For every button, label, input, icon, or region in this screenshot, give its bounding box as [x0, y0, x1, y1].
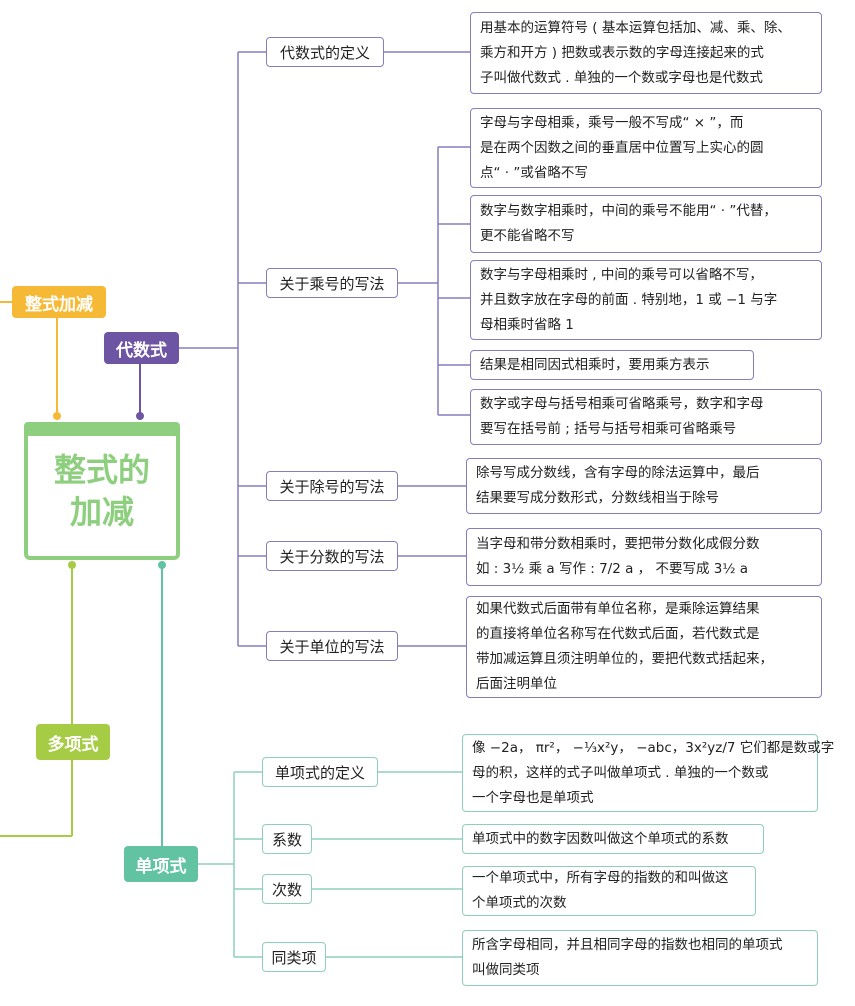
node-tongleixiang: 同类项 [262, 942, 326, 972]
desc-line: 母相乘时省略 1 [480, 316, 574, 333]
desc-line: 并且数字放在字母的前面 . 特别地，1 或 −1 与字 [480, 291, 778, 308]
desc-cishu: 一个单项式中，所有字母的指数的和叫做这 个单项式的次数 [462, 866, 756, 916]
desc-chenghao-zimu: 字母与字母相乘，乘号一般不写成“ × ”，而 是在两个因数之间的垂直居中位置写上… [470, 108, 822, 188]
node-danwei-xiefa: 关于单位的写法 [266, 631, 398, 661]
desc-danwei-xiefa: 如果代数式后面带有单位名称，是乘除运算结果 的直接将单位名称写在代数式后面，若代… [466, 596, 822, 698]
desc-line: 如果代数式后面带有单位名称，是乘除运算结果 [476, 601, 760, 617]
node-danxiangshi-dingyi: 单项式的定义 [262, 757, 378, 787]
desc-chenghao-chengfang: 结果是相同因式相乘时，要用乘方表示 [470, 350, 754, 380]
desc-line: 数字与数字相乘时，中间的乘号不能用“ · ”代替， [480, 203, 777, 219]
desc-line: 数字或字母与括号相乘可省略乘号，数字和字母 [480, 396, 764, 412]
desc-daishushi-dingyi: 用基本的运算符号 ( 基本运算包括加、减、乘、除、 乘方和开方 ) 把数或表示数… [470, 12, 822, 94]
center-title-line1: 整式的 [53, 451, 150, 489]
desc-chenghao-shuzi-zimu: 数字与字母相乘时 , 中间的乘号可以省略不写， 并且数字放在字母的前面 . 特别… [470, 260, 822, 340]
branch-zhengshi-jiajian: 整式加减 [12, 286, 106, 318]
desc-line: 单项式中的数字因数叫做这个单项式的系数 [472, 830, 729, 847]
node-fenshu-xiefa: 关于分数的写法 [266, 541, 398, 571]
desc-chuhao-xiefa: 除号写成分数线，含有字母的除法运算中，最后 结果要写成分数形式，分数线相当于除号 [466, 458, 822, 514]
center-folder-tab [24, 422, 180, 436]
desc-line: 像 −2a， πr²， −⅓x²y， −abc，3x²yz/7 它们都是数或字 [472, 739, 835, 756]
desc-line: 叫做同类项 [472, 962, 540, 978]
desc-chenghao-shuzi: 数字与数字相乘时，中间的乘号不能用“ · ”代替， 更不能省略不写 [470, 195, 822, 253]
desc-chenghao-kuohao: 数字或字母与括号相乘可省略乘号，数字和字母 要写在括号前 ; 括号与括号相乘可省… [470, 389, 822, 445]
desc-line: 个单项式的次数 [472, 895, 567, 911]
desc-line: 结果要写成分数形式，分数线相当于除号 [476, 490, 719, 506]
desc-danxiangshi-dingyi: 像 −2a， πr²， −⅓x²y， −abc，3x²yz/7 它们都是数或字 … [462, 734, 835, 812]
center-title-line2: 加减 [69, 493, 134, 531]
node-chuhao-xiefa: 关于除号的写法 [266, 471, 398, 501]
desc-line: 子叫做代数式 . 单独的一个数或字母也是代数式 [480, 69, 763, 86]
branch-danxiangshi: 单项式 [124, 846, 198, 882]
desc-line: 乘方和开方 ) 把数或表示数的字母连接起来的式 [480, 44, 764, 61]
desc-line: 点“ · ”或省略不写 [480, 164, 588, 181]
branch-duoxiangshi: 多项式 [36, 724, 110, 760]
desc-fenshu-xiefa: 当字母和带分数相乘时，要把带分数化成假分数 如 : 3½ 乘 a 写作 : 7/… [466, 528, 822, 586]
node-chenghao-xiefa: 关于乘号的写法 [266, 268, 398, 298]
node-daishushi-dingyi: 代数式的定义 [266, 37, 384, 67]
desc-line: 所含字母相同，并且相同字母的指数也相同的单项式 [472, 937, 783, 953]
desc-line: 一个字母也是单项式 [472, 789, 594, 806]
desc-tongleixiang: 所含字母相同，并且相同字母的指数也相同的单项式 叫做同类项 [462, 930, 818, 986]
branch-daishushi: 代数式 [104, 332, 179, 364]
desc-line: 是在两个因数之间的垂直居中位置写上实心的圆 [480, 139, 764, 156]
center-topic: 整式的 加减 [24, 422, 180, 560]
desc-xishu: 单项式中的数字因数叫做这个单项式的系数 [462, 824, 764, 854]
desc-line: 更不能省略不写 [480, 228, 575, 244]
desc-line: 结果是相同因式相乘时，要用乘方表示 [480, 356, 710, 373]
desc-line: 的直接将单位名称写在代数式后面，若代数式是 [476, 626, 760, 642]
desc-line: 母的积，这样的式子叫做单项式 . 单独的一个数或 [472, 764, 769, 781]
desc-line: 带加减运算且须注明单位的，要把代数式括起来， [476, 651, 773, 667]
desc-line: 要写在括号前 ; 括号与括号相乘可省略乘号 [480, 421, 737, 437]
desc-line: 用基本的运算符号 ( 基本运算包括加、减、乘、除、 [480, 19, 791, 36]
node-cishu: 次数 [262, 874, 312, 904]
desc-line: 如 : 3½ 乘 a 写作 : 7/2 a ， 不要写成 3½ a [476, 561, 748, 577]
desc-line: 字母与字母相乘，乘号一般不写成“ × ”，而 [480, 114, 744, 131]
node-xishu: 系数 [262, 824, 312, 854]
desc-line: 当字母和带分数相乘时，要把带分数化成假分数 [476, 536, 760, 552]
desc-line: 后面注明单位 [476, 676, 557, 692]
desc-line: 数字与字母相乘时 , 中间的乘号可以省略不写， [480, 266, 763, 283]
desc-line: 一个单项式中，所有字母的指数的和叫做这 [472, 870, 729, 886]
desc-line: 除号写成分数线，含有字母的除法运算中，最后 [476, 465, 760, 481]
